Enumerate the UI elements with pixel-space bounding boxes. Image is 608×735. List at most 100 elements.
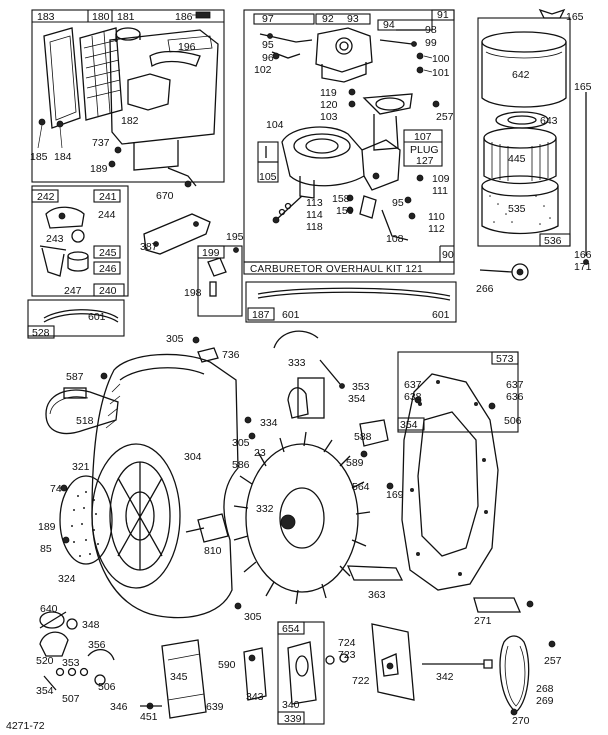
callout-520: 520: [36, 655, 54, 667]
callout-110: 110: [428, 211, 445, 223]
callout-642: 642: [512, 69, 530, 81]
callout-118: 118: [306, 221, 323, 233]
callout-268: 268: [536, 683, 554, 695]
callout-92: 92: [322, 13, 334, 25]
callout-589: 589: [346, 457, 364, 469]
callout-189-left: 189: [38, 521, 56, 533]
callout-23: 23: [254, 447, 266, 459]
callout-183: 183: [37, 11, 55, 23]
callout-305-top: 305: [166, 333, 184, 345]
callout-723: 723: [338, 649, 356, 661]
callout-187: 187: [252, 309, 270, 321]
callout-186: 186: [175, 11, 193, 23]
callout-plug: PLUG: [410, 144, 439, 156]
callout-189-top: 189: [90, 163, 108, 175]
callout-95-top: 95: [262, 39, 274, 51]
callout-242: 242: [37, 191, 55, 203]
callout-346: 346: [110, 701, 128, 713]
callout-321: 321: [72, 461, 90, 473]
callout-74: 74: [50, 483, 62, 495]
carburetor-kit-title: CARBURETOR OVERHAUL KIT 121: [250, 264, 423, 275]
callout-269: 269: [536, 695, 554, 707]
callout-195: 195: [226, 231, 244, 243]
lower-right-group: [140, 597, 556, 725]
callout-587: 587: [66, 371, 84, 383]
callout-165-top: 165: [566, 11, 584, 23]
callout-112: 112: [428, 223, 445, 235]
callout-601-right: 601: [432, 309, 450, 321]
carburetor-group: [243, 9, 455, 275]
callout-736: 736: [222, 349, 240, 361]
callout-96: 96: [262, 52, 274, 64]
callout-94: 94: [383, 19, 395, 31]
callout-353-low: 353: [62, 657, 80, 669]
callout-638: 638: [404, 391, 422, 403]
callout-305-low: 305: [244, 611, 262, 623]
callout-180: 180: [92, 11, 110, 23]
callout-354-low: 354: [36, 685, 54, 697]
callout-363: 363: [368, 589, 386, 601]
callout-340: 340: [282, 699, 300, 711]
callout-724: 724: [338, 637, 356, 649]
callout-257-low: 257: [544, 655, 562, 667]
drawing-number: 4271-72: [6, 720, 45, 732]
callout-670: 670: [156, 190, 174, 202]
callout-643: 643: [540, 115, 558, 127]
callout-181: 181: [117, 11, 135, 23]
callout-108: 108: [386, 233, 404, 245]
callout-91: 91: [437, 9, 449, 21]
callout-445: 445: [508, 153, 526, 165]
callout-244: 244: [98, 209, 116, 221]
callout-586: 586: [232, 459, 250, 471]
callout-90: 90: [442, 249, 454, 261]
callout-810: 810: [204, 545, 222, 557]
callout-354-box: 354: [400, 419, 418, 431]
callout-304: 304: [184, 451, 202, 463]
callout-601-left: 601: [88, 311, 106, 323]
callout-305-mid: 305: [232, 437, 250, 449]
callout-601-mid: 601: [282, 309, 300, 321]
callout-166: 166: [574, 249, 592, 261]
callout-240: 240: [99, 285, 117, 297]
callout-451: 451: [140, 711, 158, 723]
callout-271: 271: [474, 615, 492, 627]
callout-109: 109: [432, 173, 450, 185]
callout-334: 334: [260, 417, 278, 429]
air-cleaner-group: [31, 9, 225, 188]
callout-333: 333: [288, 357, 306, 369]
callout-196: 196: [178, 41, 196, 53]
callout-356: 356: [88, 639, 106, 651]
callout-387: 387: [140, 241, 158, 253]
callout-184: 184: [54, 151, 72, 163]
callout-348: 348: [82, 619, 100, 631]
callout-243: 243: [46, 233, 64, 245]
callout-535: 535: [508, 203, 526, 215]
callout-245: 245: [99, 247, 117, 259]
callout-353-mid: 353: [352, 381, 370, 393]
callout-95-mid: 95: [392, 197, 404, 209]
callout-198: 198: [184, 287, 202, 299]
callout-266: 266: [476, 283, 494, 295]
callout-637-b: 637: [506, 379, 524, 391]
callout-506-right: 506: [504, 415, 522, 427]
callout-528: 528: [32, 327, 50, 339]
callout-339: 339: [284, 713, 302, 725]
callout-85: 85: [40, 543, 52, 555]
callout-590: 590: [218, 659, 236, 671]
air-filter-group: [477, 8, 589, 281]
callout-169: 169: [386, 489, 404, 501]
callout-506-low: 506: [98, 681, 116, 693]
callout-114: 114: [306, 209, 323, 221]
callout-104: 104: [266, 119, 284, 131]
callout-343: 343: [246, 691, 264, 703]
blower-housing-group: [45, 336, 242, 619]
callout-564: 564: [352, 481, 370, 493]
callout-247: 247: [64, 285, 82, 297]
callout-119: 119: [320, 87, 337, 99]
engine-backplate-group: [397, 351, 519, 591]
callout-536: 536: [544, 235, 562, 247]
callout-518: 518: [76, 415, 94, 427]
callout-103: 103: [320, 111, 338, 123]
callout-165-right: 165: [574, 81, 592, 93]
callout-654: 654: [282, 623, 300, 635]
